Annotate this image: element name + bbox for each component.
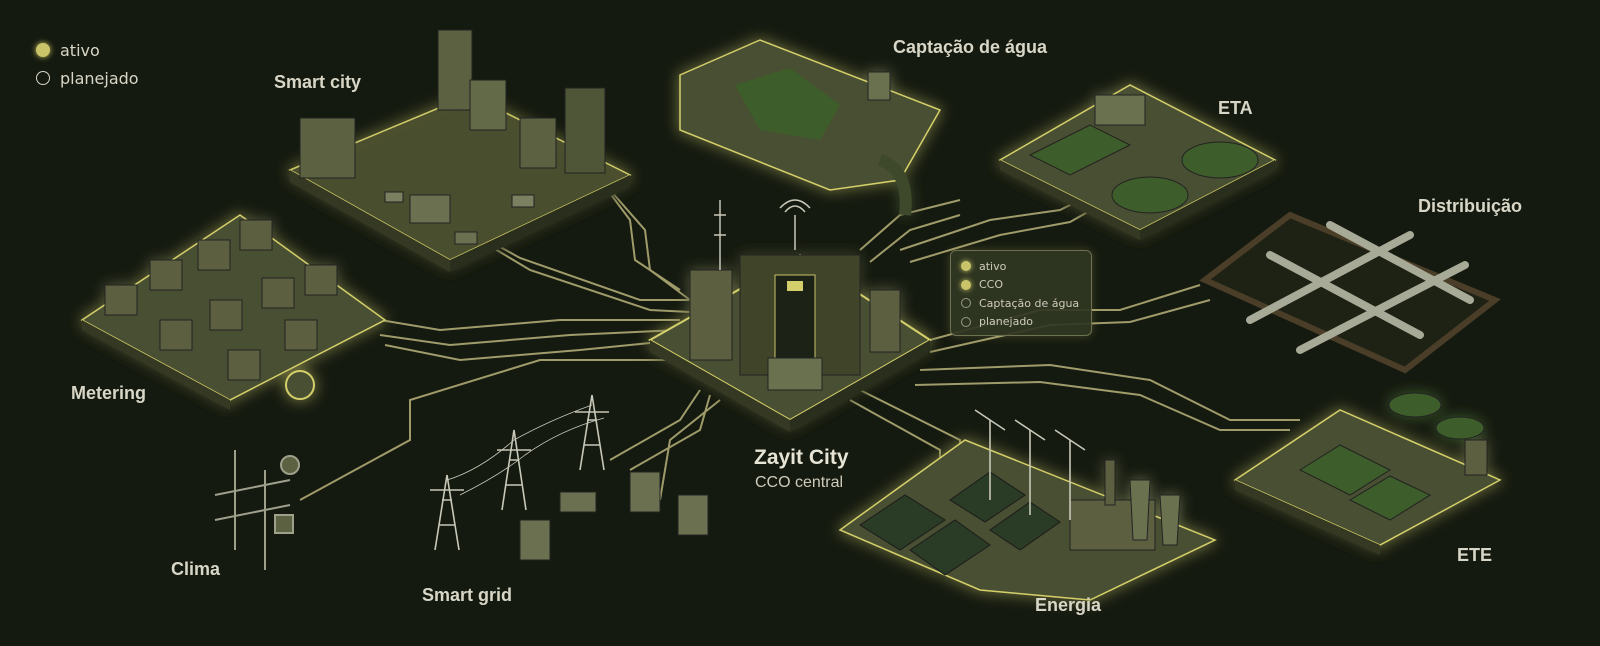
legend-item-active: ativo	[36, 36, 139, 64]
mini-legend-item: CCO	[961, 276, 1081, 295]
mini-legend-item: planejado	[961, 313, 1081, 332]
connector-captacao	[859, 199, 961, 251]
label-eta: ETA	[1218, 98, 1253, 118]
legend-item-planned: planejado	[36, 64, 139, 92]
connector-smart-grid	[609, 389, 701, 461]
label-ete: ETE	[1457, 545, 1493, 565]
captacao-block	[679, 39, 942, 216]
mini-legend-label: CCO	[979, 278, 1004, 292]
mini-legend-label: ativo	[979, 259, 1007, 273]
smart-grid-block	[430, 394, 609, 551]
legend-label-active: ativo	[60, 40, 100, 60]
connector-eta	[899, 194, 1091, 251]
cco-block	[647, 253, 932, 432]
distribuicao-block	[1199, 211, 1501, 374]
metering-block	[80, 214, 387, 410]
active-dot-icon	[961, 261, 971, 272]
mini-legend-item: ativo	[961, 257, 1081, 276]
smart-city-buildings	[299, 29, 606, 245]
eta-block	[998, 84, 1277, 240]
clima-block	[214, 450, 300, 570]
active-dot-icon	[36, 43, 50, 57]
label-smart-city: Smart city	[274, 72, 362, 92]
planned-dot-icon	[961, 316, 971, 327]
center-title: Zayit City	[754, 446, 849, 469]
label-energia: Energia	[1035, 595, 1102, 615]
mini-legend-label: planejado	[979, 315, 1034, 329]
center-subtitle: CCO central	[755, 474, 844, 491]
active-dot-icon	[961, 279, 971, 290]
connector-metering	[379, 319, 680, 332]
mini-legend-item: Captação de água	[961, 294, 1081, 313]
legend: ativo planejado	[36, 36, 139, 92]
mini-legend-label: Captação de água	[979, 296, 1080, 310]
ete-block	[1233, 392, 1502, 555]
label-clima: Clima	[171, 559, 221, 579]
legend-label-planned: planejado	[60, 68, 139, 88]
label-distribuicao: Distribuição	[1418, 196, 1523, 216]
planned-dot-icon	[961, 298, 971, 309]
planned-dot-icon	[36, 71, 50, 85]
label-smart-grid: Smart grid	[422, 585, 513, 605]
antenna-towers	[714, 199, 811, 270]
wind-turbines	[974, 409, 1086, 520]
label-metering: Metering	[71, 383, 147, 403]
connector-clima	[299, 359, 690, 501]
energia-block	[838, 439, 1217, 601]
transformers	[519, 471, 709, 561]
mini-legend: ativo CCO Captação de água planejado	[950, 250, 1092, 336]
label-captacao: Captação de água	[893, 37, 1048, 57]
connector-ete	[919, 363, 1300, 421]
